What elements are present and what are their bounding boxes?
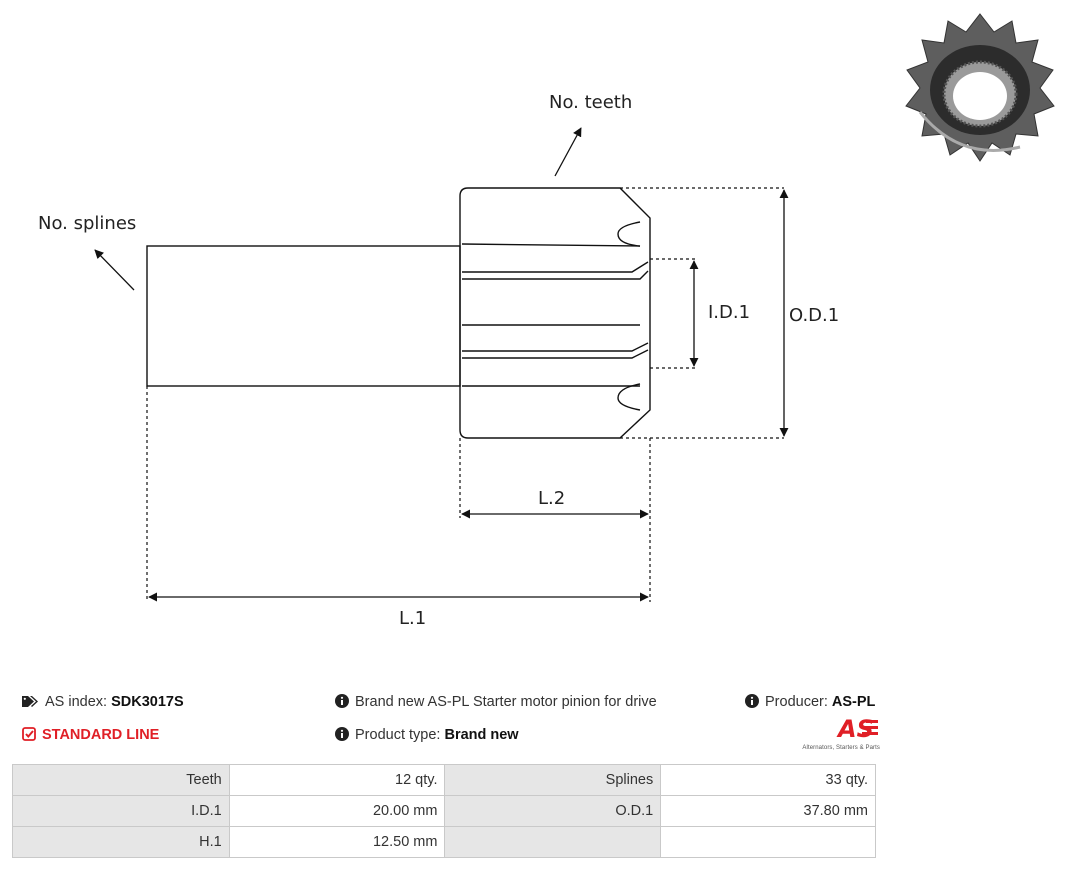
table-row: H.1 12.50 mm [12,826,876,858]
spec-key: Splines [444,764,662,796]
spec-value: 12 qty. [228,764,446,796]
standard-line-badge: STANDARD LINE [22,727,159,745]
info-icon [335,727,349,745]
info-icon [745,694,759,712]
spec-table: Teeth 12 qty. Splines 33 qty. I.D.1 20.0… [12,764,876,858]
label-l2: L.2 [538,488,565,509]
technical-drawing: No. teeth No. splines I.D.1 O.D.1 L.2 L.… [38,13,1055,629]
spec-key: Teeth [12,764,230,796]
label-od1: O.D.1 [789,305,839,326]
product-photo [905,13,1055,162]
spec-value: 37.80 mm [660,795,876,827]
info-icon [335,694,349,712]
pinion-outline [459,187,651,439]
producer: Producer: AS-PL [745,694,875,712]
spec-key: I.D.1 [12,795,230,827]
as-pl-logo: AS Alternators, Starters & Parts [790,715,880,751]
label-no-splines: No. splines [38,213,136,234]
label-id1: I.D.1 [708,302,750,323]
producer-value: AS-PL [831,694,876,710]
spec-key: H.1 [12,826,230,858]
spec-value: 33 qty. [660,764,876,796]
as-index-value: SDK3017S [111,694,184,710]
spec-key: O.D.1 [444,795,662,827]
shaft-outline [146,245,461,387]
splines-pointer-arrow [94,249,135,291]
check-square-icon [22,727,36,745]
description: Brand new AS-PL Starter motor pinion for… [335,694,657,712]
as-index: AS index: SDK3017S [22,694,184,712]
table-row: Teeth 12 qty. Splines 33 qty. [12,764,876,796]
spec-key [444,826,662,858]
table-row: I.D.1 20.00 mm O.D.1 37.80 mm [12,795,876,827]
label-no-teeth: No. teeth [549,92,632,113]
tags-icon [22,695,39,712]
product-type: Product type: Brand new [335,727,519,745]
logo-tagline: Alternators, Starters & Parts [802,745,880,751]
spec-value: 12.50 mm [228,826,446,858]
as-pl-logo-mark: AS [836,715,878,743]
spec-value: 20.00 mm [228,795,446,827]
product-type-value: Brand new [444,727,519,743]
spec-value [660,826,876,858]
teeth-pointer-arrow [554,127,582,177]
label-l1: L.1 [399,608,426,629]
